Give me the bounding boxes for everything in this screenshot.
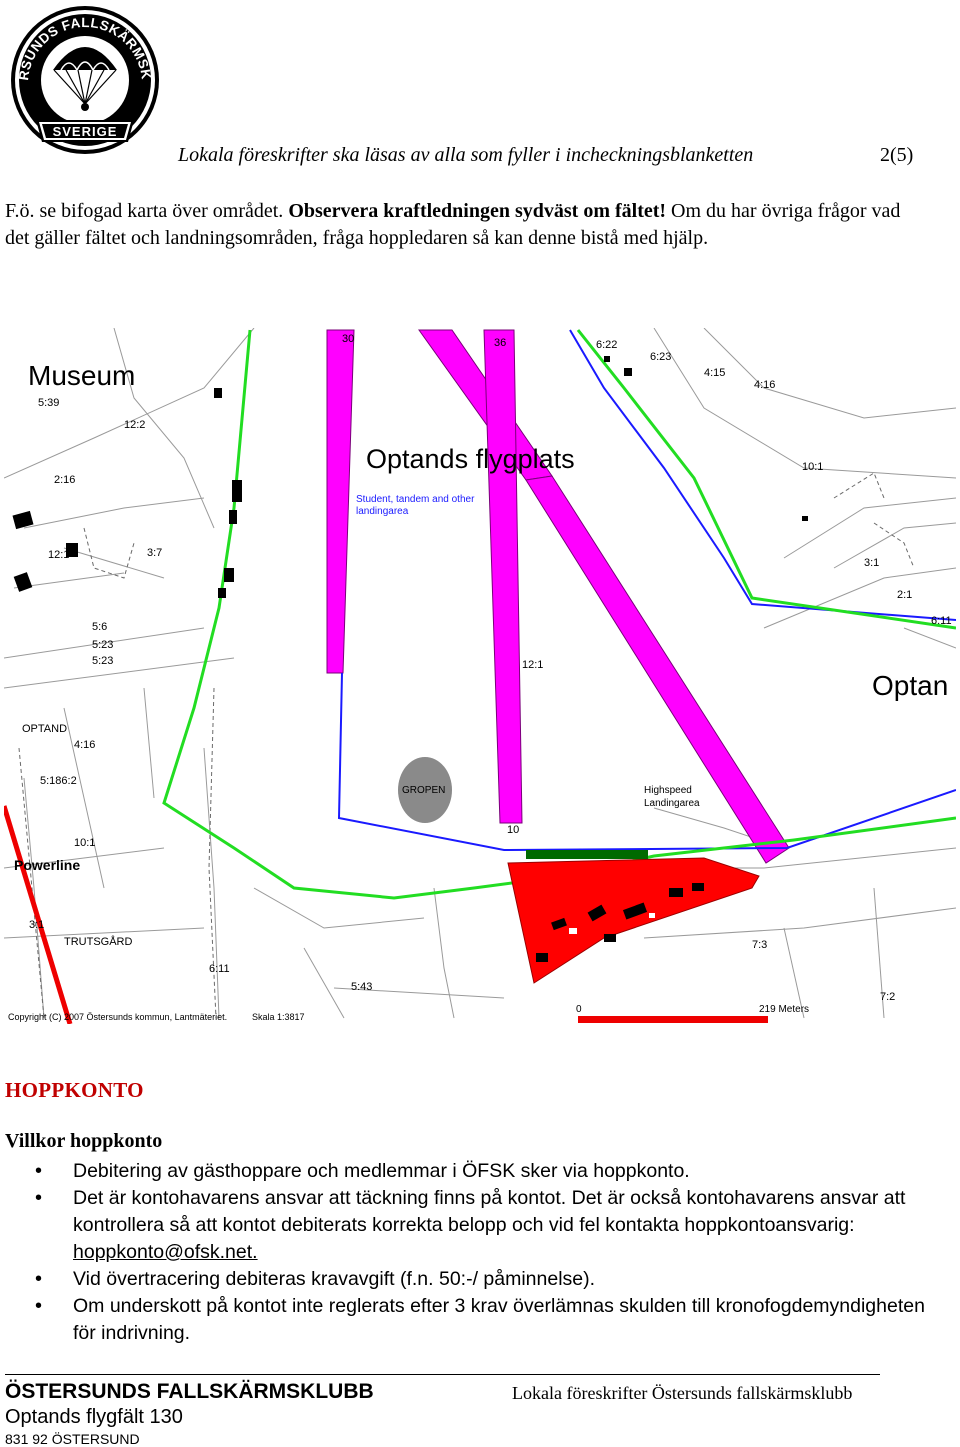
highspeed-strip <box>526 850 648 859</box>
rule-item: Debitering av gästhoppare och medlemmar … <box>5 1158 945 1185</box>
rule-text: Om underskott på kontot inte reglerats e… <box>73 1295 925 1344</box>
rule-item: Det är kontohavarens ansvar att täckning… <box>5 1185 945 1266</box>
parcel-label: 4:16 <box>754 379 775 391</box>
parcel-label: 2:1 <box>897 589 912 601</box>
intro-text-2: Om du har övriga frågor vad det gäller f… <box>5 200 901 249</box>
parcel-label: 4:16 <box>74 739 95 751</box>
page-number: 2(5) <box>880 144 914 166</box>
parcel-label: 5:6 <box>92 621 107 633</box>
airfield-map: Museum Optands flygplats Optan GROPEN Hi… <box>4 328 956 1024</box>
rule-item: Om underskott på kontot inte reglerats e… <box>5 1293 945 1347</box>
map-label-trutsgard: TRUTSGÅRD <box>64 935 133 948</box>
parcel-label: 5:43 <box>351 981 372 993</box>
footer-postal: 831 92 ÖSTERSUND <box>5 1431 140 1447</box>
parcel-label: 12:1 <box>48 549 69 561</box>
map-scale-end: 219 Meters <box>759 1004 809 1015</box>
rule-text: Det är kontohavarens ansvar att täckning… <box>73 1187 906 1236</box>
map-label-optand: OPTAND <box>22 723 67 735</box>
runway-center <box>483 329 523 824</box>
parcel-label: 30 <box>342 333 354 345</box>
airfield-boundary-east <box>569 329 956 621</box>
parcel-label: 10:1 <box>802 461 823 473</box>
parcel-label: 6:11 <box>931 615 952 627</box>
parcel-label: 7:2 <box>880 991 895 1003</box>
buildings <box>12 356 808 598</box>
map-label-museum: Museum <box>28 360 135 391</box>
map-copyright: Copyright (C) 2007 Östersunds kommun, La… <box>8 1012 227 1022</box>
rule-item: Vid övertracering debiteras kravavgift (… <box>5 1266 945 1293</box>
parcel-label: 6:11 <box>209 963 230 975</box>
green-boundary <box>162 329 956 900</box>
map-label-powerline: Powerline <box>14 857 80 873</box>
parcel-label: 5:23 <box>92 639 113 651</box>
map-label-highspeed-2: Landingarea <box>644 798 700 809</box>
powerline <box>4 805 73 1024</box>
parcel-label: 6:23 <box>650 351 671 363</box>
parcel-label: 6:22 <box>596 339 617 351</box>
intro-paragraph: F.ö. se bifogad karta över området. Obse… <box>5 198 905 252</box>
email-link[interactable]: hoppkonto@ofsk.net. <box>73 1241 258 1263</box>
parcel-label: 2:16 <box>54 474 75 486</box>
map-background <box>4 328 956 1024</box>
parcel-label: 10 <box>507 824 519 836</box>
header-title: Lokala föreskrifter ska läsas av alla so… <box>178 144 754 166</box>
footer-club-name: ÖSTERSUNDS FALLSKÄRMSKLUBB <box>5 1380 374 1403</box>
scale-bar <box>578 1016 768 1023</box>
parcel-label: 12:1 <box>522 659 543 671</box>
footer-divider <box>5 1374 880 1375</box>
parcel-label: 5:23 <box>92 655 113 667</box>
dashed-tracks <box>18 472 915 1019</box>
powerline-warning: Observera kraftledningen sydväst om fält… <box>288 200 667 222</box>
runway-north-south <box>326 329 355 674</box>
parcel-label: 3:1 <box>864 557 879 569</box>
map-label-highspeed-1: Highspeed <box>644 785 692 796</box>
footer-document-title: Lokala föreskrifter Östersunds fallskärm… <box>512 1383 853 1403</box>
rule-text: Vid övertracering debiteras kravavgift (… <box>73 1268 596 1290</box>
map-label-optan: Optan <box>872 670 948 701</box>
airfield-boundary-south <box>337 672 956 852</box>
buildings-red-area <box>536 883 704 962</box>
club-logo: ÖSTERSUNDS FALLSKÄRMSKLUBB SVERIGE <box>6 4 159 154</box>
parcel-label: 36 <box>494 337 506 349</box>
parcel-label: 4:15 <box>704 367 725 379</box>
parcel-label: 5:39 <box>38 397 59 409</box>
section-heading: HOPPKONTO <box>5 1078 144 1102</box>
parcel-label: 3:1 <box>29 919 44 931</box>
map-label-landing-note-1: Student, tandem and other <box>356 494 475 505</box>
intro-text-1: F.ö. se bifogad karta över området. <box>5 200 289 222</box>
map-scale-zero: 0 <box>576 1004 582 1015</box>
parcel-label: 5:186:2 <box>40 775 77 787</box>
parcel-label: 7:3 <box>752 939 767 951</box>
gropen-pit <box>398 757 452 823</box>
svg-text:SVERIGE: SVERIGE <box>53 124 118 139</box>
footer-address: Optands flygfält 130 <box>5 1406 183 1428</box>
parcel-label: 10:1 <box>74 837 95 849</box>
parcel-label: 3:7 <box>147 547 162 559</box>
parcel-labels: 5:39 12:2 2:16 12:1 3:7 5:6 5:23 5:23 4:16 5:186:… <box>29 333 952 1003</box>
cadastral-lines <box>4 328 956 1019</box>
rule-text: Debitering av gästhoppare och medlemmar … <box>73 1160 690 1182</box>
map-label-airfield: Optands flygplats <box>366 444 575 474</box>
section-subheading: Villkor hoppkonto <box>5 1130 163 1152</box>
green-boundary-east <box>576 329 956 630</box>
map-scale-text: Skala 1:3817 <box>252 1012 305 1022</box>
rules-list: Debitering av gästhoppare och medlemmar … <box>5 1158 945 1347</box>
map-label-gropen: GROPEN <box>402 785 445 796</box>
parcel-label: 12:2 <box>124 419 145 431</box>
map-label-landing-note-2: landingarea <box>356 506 409 517</box>
